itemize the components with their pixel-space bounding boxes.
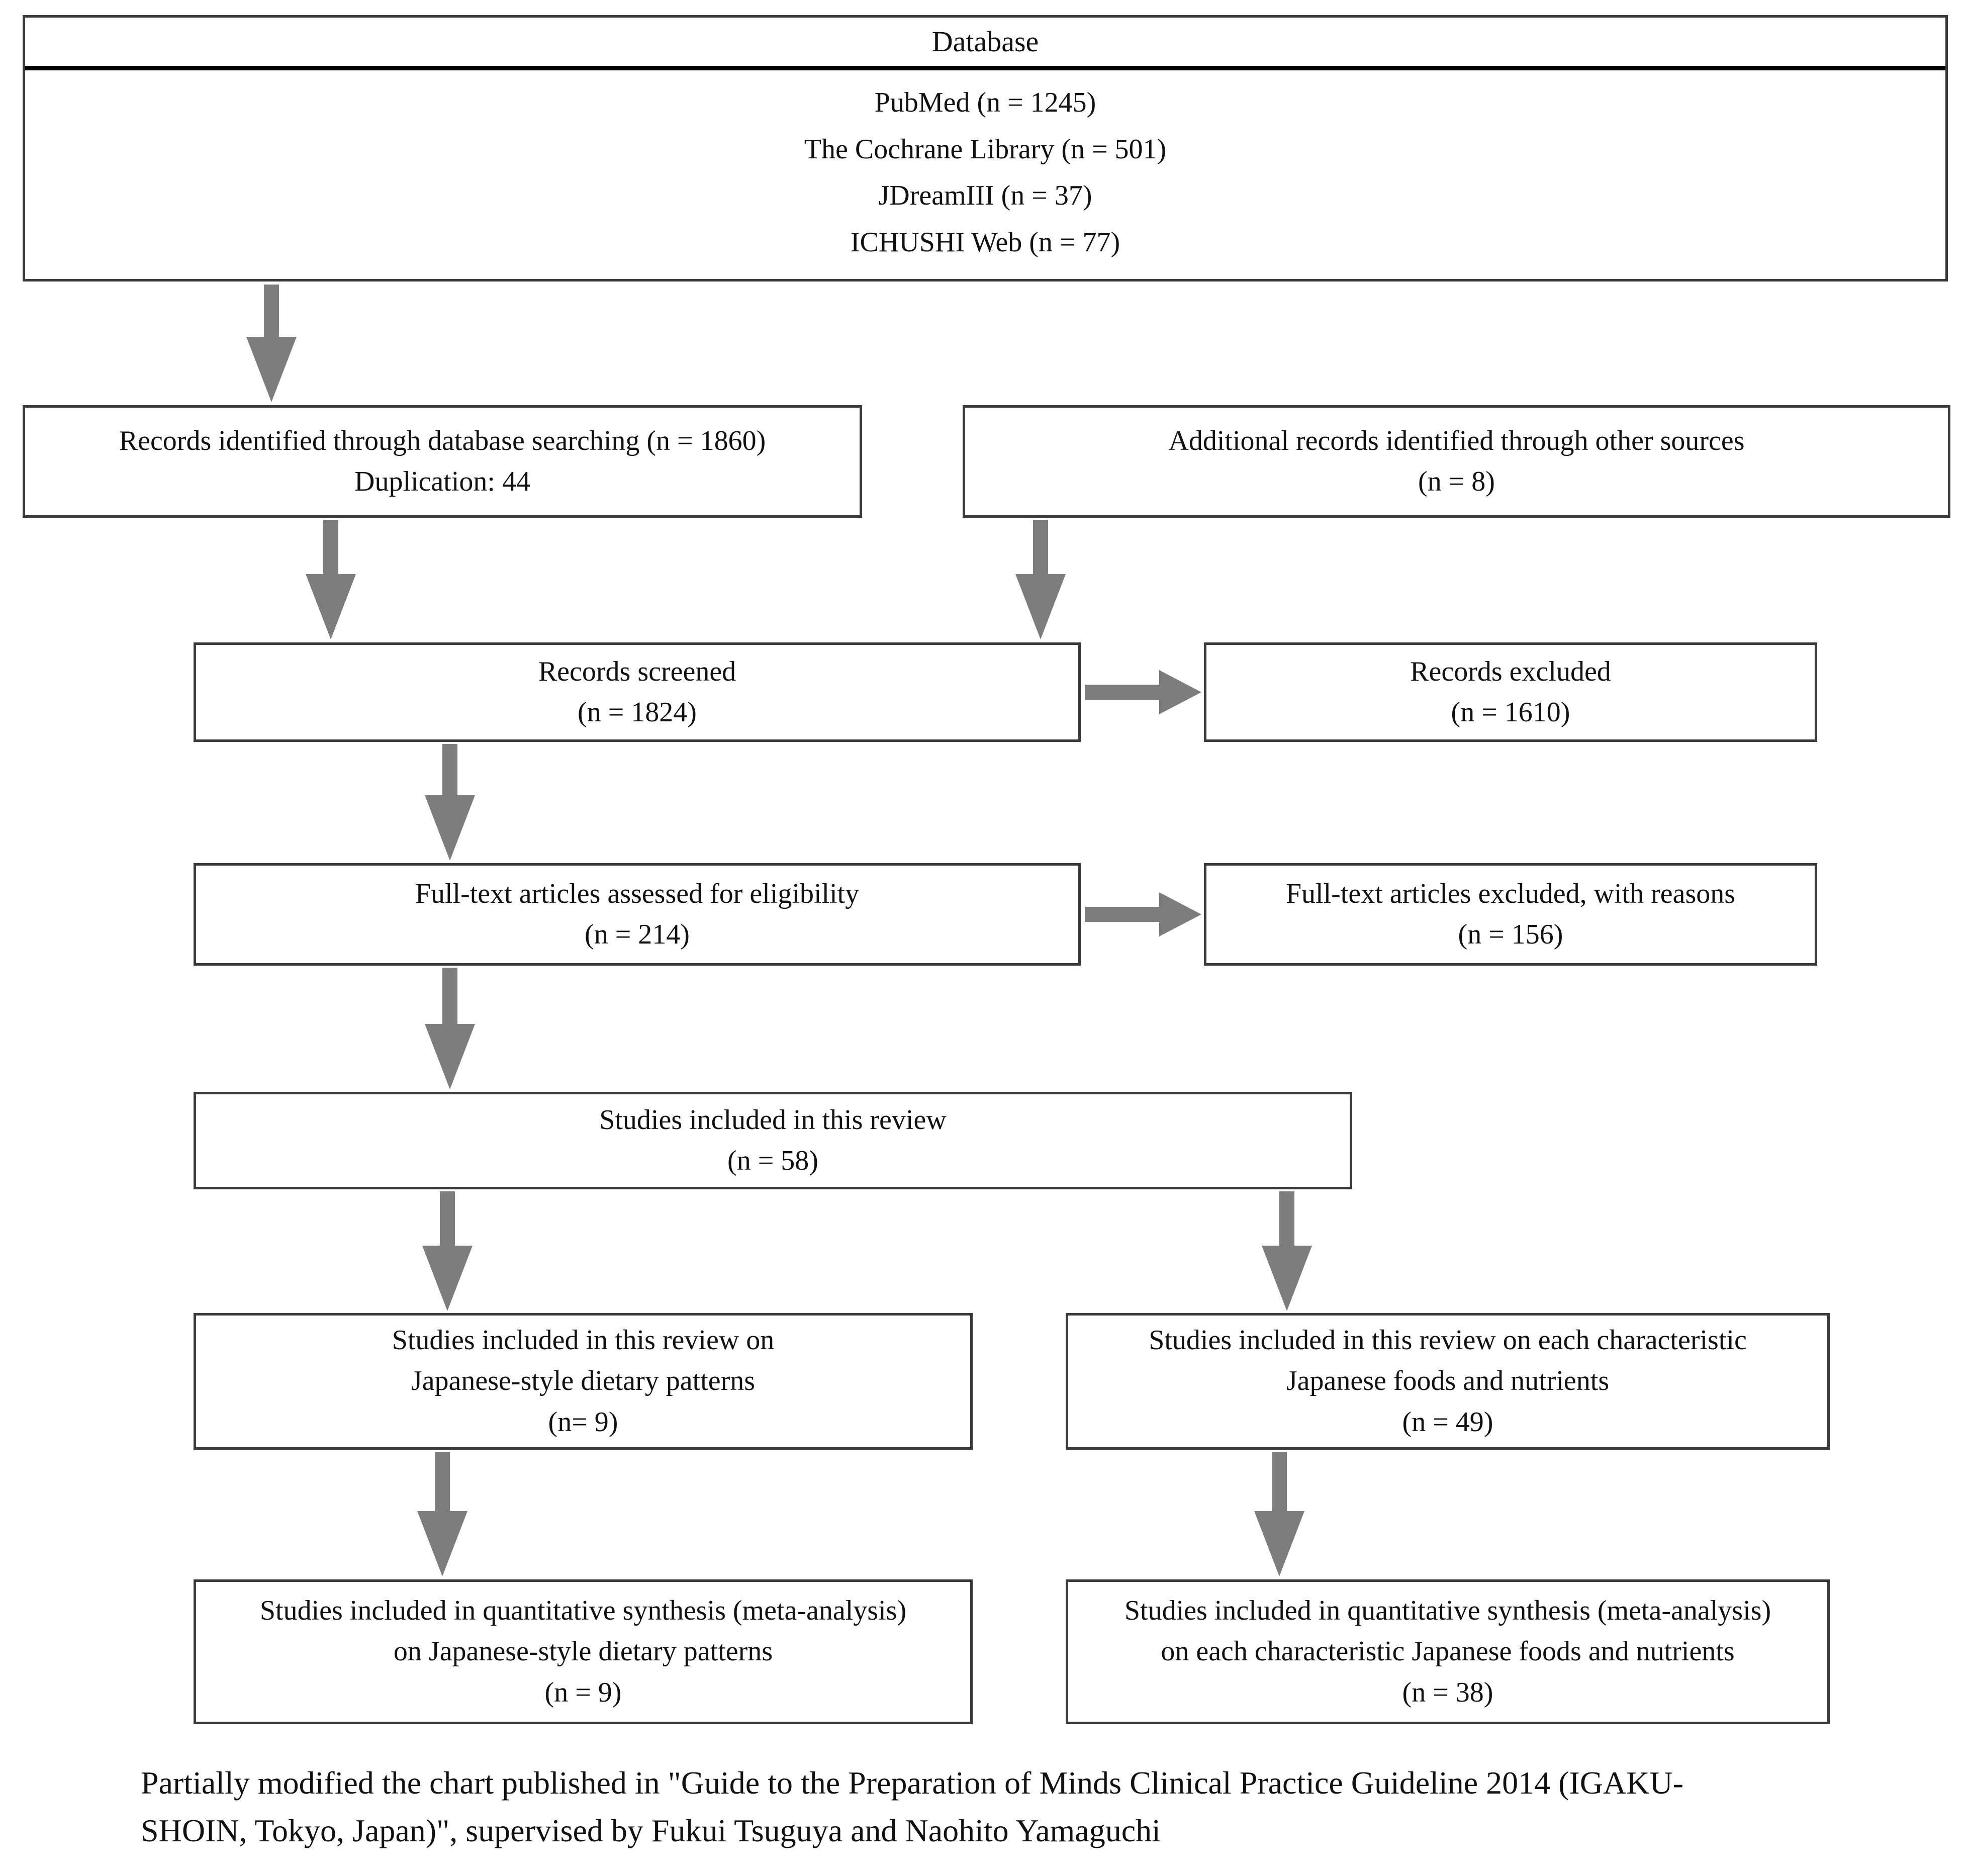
meta-foods-box: Studies included in quantitative synthes…: [1066, 1579, 1830, 1724]
review-patterns-line1: Studies included in this review on: [392, 1325, 775, 1356]
records-identified-line1: Records identified through database sear…: [119, 425, 766, 456]
arrow-down-identified-to-screened: [306, 520, 356, 639]
fulltext-excluded-line2: (n = 156): [1458, 919, 1563, 950]
records-screened-line2: (n = 1824): [578, 697, 697, 728]
arrow-head-icon: [1015, 574, 1066, 639]
meta-foods-line1: Studies included in quantitative synthes…: [1124, 1595, 1771, 1627]
meta-patterns-line3: (n = 9): [544, 1676, 622, 1708]
database-item-ichushi: ICHUSHI Web (n = 77): [850, 227, 1120, 258]
meta-foods-line3: (n = 38): [1402, 1676, 1493, 1708]
arrow-shaft: [435, 1452, 450, 1511]
arrow-right-screened-to-excluded: [1085, 670, 1201, 714]
review-patterns-line2: Japanese-style dietary patterns: [411, 1365, 756, 1397]
arrow-head-icon: [425, 1024, 475, 1089]
studies-included-line2: (n = 58): [727, 1145, 818, 1176]
caption-line-1: Partially modified the chart published i…: [141, 1765, 1683, 1801]
arrow-head-icon: [422, 1246, 473, 1311]
caption-line-2: SHOIN, Tokyo, Japan)", supervised by Fuk…: [141, 1812, 1161, 1848]
fulltext-assessed-line2: (n = 214): [585, 919, 690, 950]
database-box-divider: [25, 66, 1945, 70]
arrow-head-icon: [1262, 1246, 1312, 1311]
arrow-down-fulltext-to-included: [425, 968, 475, 1089]
studies-included-box: Studies included in this review (n = 58): [194, 1092, 1352, 1189]
database-item-pubmed: PubMed (n = 1245): [874, 86, 1096, 118]
arrow-down-foods-to-meta: [1254, 1452, 1304, 1576]
arrow-shaft: [264, 285, 279, 337]
arrow-down-screened-to-fulltext: [425, 744, 475, 861]
arrow-head-icon: [425, 795, 475, 861]
records-excluded-line2: (n = 1610): [1451, 697, 1570, 728]
arrow-shaft: [323, 520, 338, 574]
arrow-shaft: [1085, 907, 1159, 922]
arrow-shaft: [1085, 685, 1159, 700]
additional-records-line1: Additional records identified through ot…: [1168, 425, 1745, 456]
fulltext-excluded-line1: Full-text articles excluded, with reason…: [1285, 878, 1736, 909]
fulltext-assessed-line1: Full-text articles assessed for eligibil…: [415, 878, 860, 909]
arrow-shaft: [1272, 1452, 1287, 1511]
fulltext-assessed-box: Full-text articles assessed for eligibil…: [194, 863, 1081, 966]
figure-caption: Partially modified the chart published i…: [141, 1759, 1683, 1854]
meta-patterns-line1: Studies included in quantitative synthes…: [259, 1595, 907, 1627]
review-foods-line2: Japanese foods and nutrients: [1286, 1365, 1610, 1397]
review-foods-line3: (n = 49): [1402, 1406, 1493, 1438]
arrow-shaft: [440, 1191, 455, 1246]
review-foods-box: Studies included in this review on each …: [1066, 1313, 1830, 1450]
records-identified-line2: Duplication: 44: [354, 466, 530, 497]
arrow-right-fulltext-to-excluded: [1085, 892, 1201, 936]
arrow-head-icon: [1159, 670, 1201, 714]
studies-included-line1: Studies included in this review: [599, 1104, 947, 1136]
database-box-body: PubMed (n = 1245) The Cochrane Library (…: [25, 70, 1945, 279]
review-patterns-box: Studies included in this review on Japan…: [194, 1313, 973, 1450]
meta-patterns-box: Studies included in quantitative synthes…: [194, 1579, 973, 1724]
database-item-jdream: JDreamIII (n = 37): [878, 180, 1092, 212]
arrow-shaft: [442, 744, 457, 795]
arrow-head-icon: [1159, 892, 1201, 936]
fulltext-excluded-box: Full-text articles excluded, with reason…: [1204, 863, 1817, 966]
review-patterns-line3: (n= 9): [548, 1406, 618, 1438]
records-identified-box: Records identified through database sear…: [23, 405, 862, 518]
database-box: Database PubMed (n = 1245) The Cochrane …: [23, 15, 1948, 282]
arrow-head-icon: [246, 337, 297, 402]
meta-patterns-line2: on Japanese-style dietary patterns: [393, 1636, 773, 1667]
arrow-shaft: [1279, 1191, 1294, 1246]
records-excluded-line1: Records excluded: [1410, 655, 1611, 687]
review-foods-line1: Studies included in this review on each …: [1149, 1325, 1747, 1356]
arrow-shaft: [1033, 520, 1048, 574]
records-screened-line1: Records screened: [538, 655, 736, 687]
database-item-cochrane: The Cochrane Library (n = 501): [804, 133, 1167, 165]
arrow-down-database-to-identified: [246, 285, 297, 402]
arrow-head-icon: [306, 574, 356, 639]
meta-foods-line2: on each characteristic Japanese foods an…: [1161, 1636, 1735, 1667]
records-excluded-box: Records excluded (n = 1610): [1204, 642, 1817, 742]
arrow-shaft: [442, 968, 457, 1024]
arrow-down-included-to-patterns: [422, 1191, 473, 1311]
arrow-down-patterns-to-meta: [417, 1452, 467, 1576]
database-box-header: Database: [931, 25, 1039, 58]
arrow-down-additional-to-screened: [1015, 520, 1066, 639]
additional-records-line2: (n = 8): [1418, 466, 1495, 497]
arrow-head-icon: [417, 1511, 467, 1576]
records-screened-box: Records screened (n = 1824): [194, 642, 1081, 742]
additional-records-box: Additional records identified through ot…: [963, 405, 1950, 518]
arrow-down-included-to-foods: [1262, 1191, 1312, 1311]
arrow-head-icon: [1254, 1511, 1304, 1576]
